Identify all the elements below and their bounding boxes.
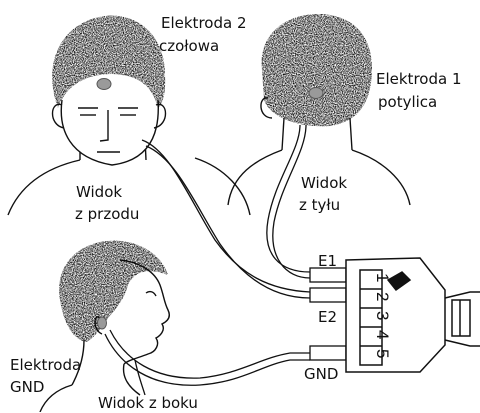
label-e2: E2 [318,308,337,327]
label-side-view: Widok z boku [98,394,198,413]
electrode-gnd [98,317,107,329]
pin-5: 5 [373,349,392,358]
pin-3: 3 [373,311,392,320]
label-gnd: GND [304,365,338,384]
label-electrode-gnd-2: GND [10,378,44,397]
label-electrode-1-sub: potylica [378,93,437,112]
front-hair [52,16,165,108]
electrode-1-occipital [309,88,323,99]
label-front-view-1: Widok [76,183,122,202]
front-view-figure [8,100,250,215]
label-e1: E1 [318,252,337,271]
back-hair [262,14,372,126]
label-electrode-2-title: Elektroda 2 [161,14,246,33]
label-electrode-2-sub: czołowa [159,37,219,56]
label-back-view-1: Widok [301,174,347,193]
plug-gnd [310,346,346,360]
label-electrode-1-title: Elektroda 1 [376,70,461,89]
plug-e2 [310,288,346,302]
pin-1: 1 [373,273,392,282]
label-electrode-gnd-1: Elektroda [10,356,81,375]
connector [346,258,480,372]
electrode-2-frontal [97,79,111,90]
pin-4: 4 [373,330,392,339]
label-back-view-2: z tyłu [299,196,340,215]
pin-2: 2 [373,292,392,301]
label-front-view-2: z przodu [75,205,139,224]
